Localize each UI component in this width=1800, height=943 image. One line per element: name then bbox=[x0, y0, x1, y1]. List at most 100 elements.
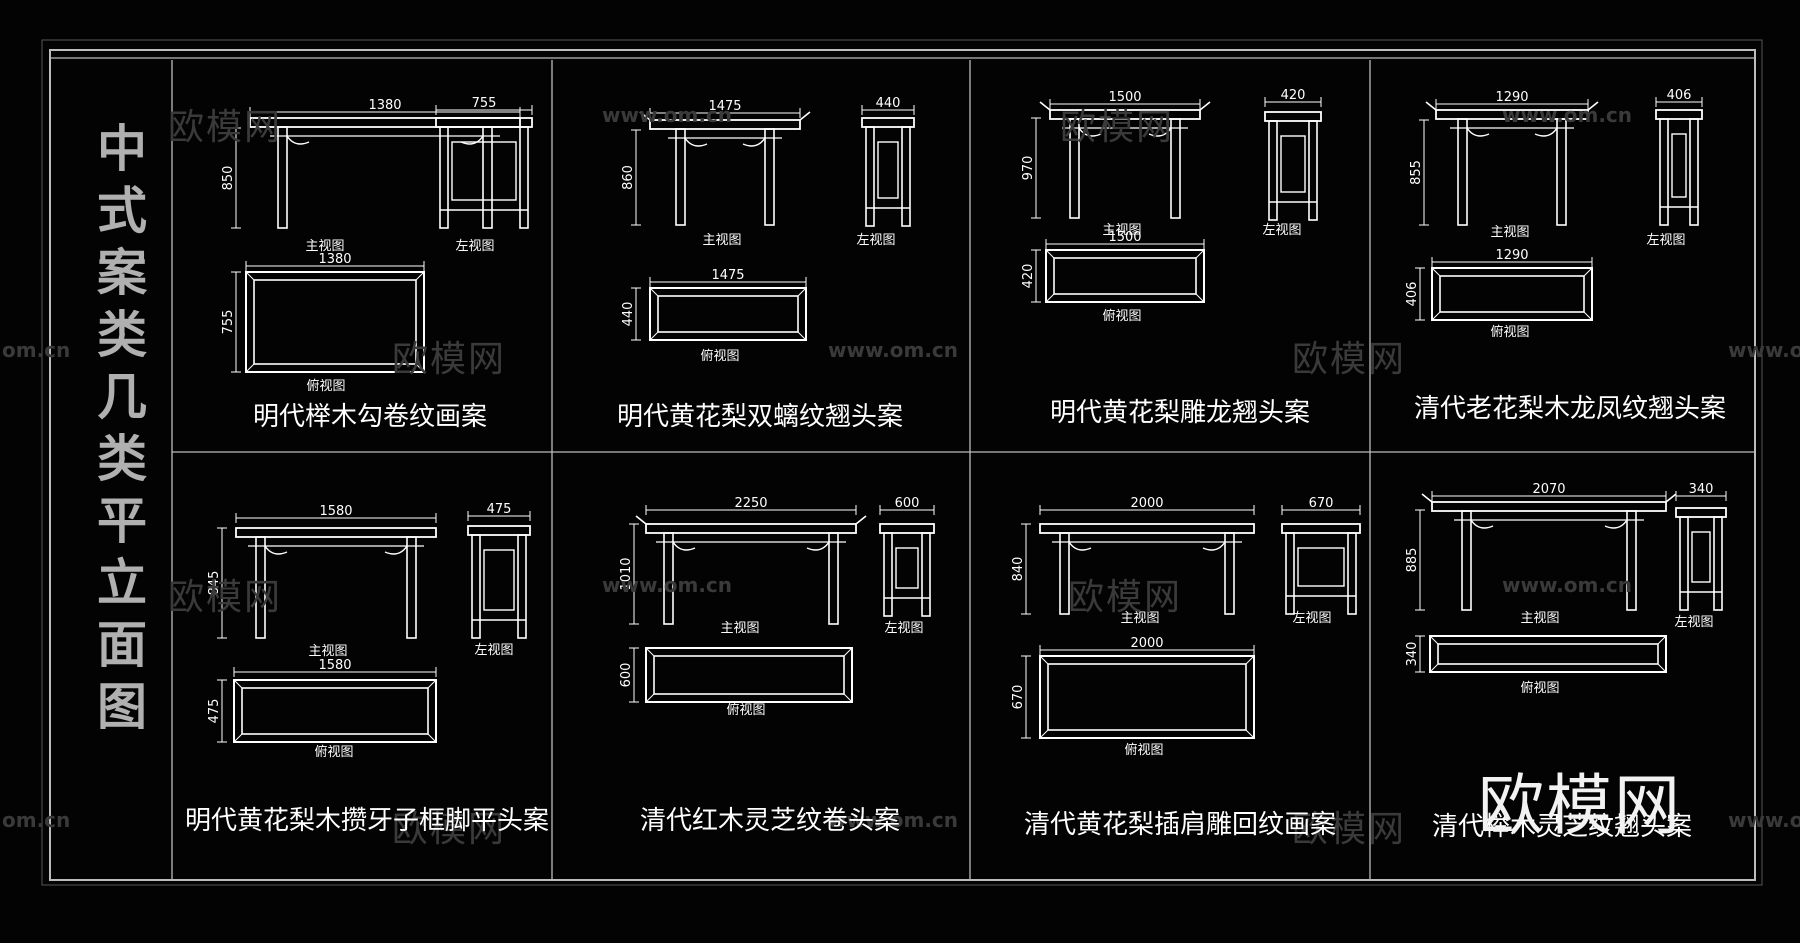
view-label: 左视图 bbox=[1646, 233, 1685, 248]
panel-caption: 明代黄花梨双螭纹翘头案 bbox=[616, 402, 903, 432]
corner-line bbox=[1429, 663, 1439, 673]
view-label: 主视图 bbox=[1102, 223, 1141, 238]
raised-end bbox=[1587, 101, 1599, 111]
corner-line bbox=[645, 693, 655, 703]
top-inner bbox=[653, 655, 845, 695]
corner-line bbox=[1039, 655, 1049, 665]
corner-line bbox=[1039, 729, 1049, 739]
dimension-label: 1475 bbox=[708, 99, 741, 114]
corner-line bbox=[245, 363, 255, 373]
view-label: 俯视图 bbox=[700, 348, 739, 364]
side-panel bbox=[877, 141, 899, 199]
dimension-label: 860 bbox=[621, 165, 636, 190]
view-label: 左视图 bbox=[474, 643, 513, 658]
top-inner bbox=[1047, 663, 1247, 731]
dimension-label: 2250 bbox=[734, 496, 767, 511]
sheet-title: 中式案类几类平立面图 bbox=[97, 120, 147, 736]
corner-line bbox=[1657, 663, 1667, 673]
raised-end bbox=[1425, 101, 1437, 111]
side-view bbox=[467, 525, 531, 639]
view-label: 左视图 bbox=[856, 233, 895, 248]
raised-end bbox=[635, 515, 647, 525]
side-top bbox=[435, 117, 533, 128]
dimension-label: 2070 bbox=[1532, 482, 1565, 497]
top-view bbox=[645, 647, 853, 703]
view-label: 主视图 bbox=[305, 239, 344, 254]
top-view bbox=[1429, 635, 1667, 673]
top-view bbox=[233, 679, 437, 743]
top-outer bbox=[649, 287, 807, 341]
top-view bbox=[245, 271, 425, 373]
corner-line bbox=[797, 287, 807, 297]
table-leg bbox=[663, 532, 674, 625]
dimension-label: 1500 bbox=[1108, 90, 1141, 105]
front-view bbox=[1039, 523, 1255, 615]
panel-caption: 明代榉木勾卷纹画案 bbox=[252, 402, 487, 432]
dimension-label: 420 bbox=[1021, 264, 1036, 289]
side-leg bbox=[1679, 516, 1689, 611]
panel-caption: 明代黄花梨木攒牙子框脚平头案 bbox=[184, 806, 549, 836]
side-leg bbox=[517, 534, 527, 639]
top-inner bbox=[657, 295, 799, 333]
dimension-label: 1475 bbox=[711, 268, 744, 283]
view-label: 主视图 bbox=[1520, 611, 1559, 626]
side-top bbox=[1675, 507, 1727, 518]
view-label: 主视图 bbox=[1120, 611, 1159, 626]
view-label: 左视图 bbox=[1292, 611, 1331, 626]
side-leg bbox=[921, 532, 931, 617]
table-leg bbox=[828, 532, 839, 625]
top-outer bbox=[233, 679, 437, 743]
spandrel bbox=[384, 545, 408, 555]
front-view bbox=[235, 527, 437, 639]
table-top bbox=[1435, 109, 1589, 120]
side-leg bbox=[1659, 118, 1669, 226]
top-inner bbox=[1437, 643, 1659, 665]
top-outer bbox=[1039, 655, 1255, 739]
dimension-label: 1380 bbox=[368, 98, 401, 113]
panel-caption: 清代榉木灵芝纹翘头案 bbox=[1431, 812, 1692, 842]
corner-line bbox=[427, 733, 437, 743]
table-top bbox=[1049, 109, 1201, 120]
spandrel bbox=[1068, 541, 1092, 551]
side-leg bbox=[519, 126, 529, 229]
top-inner bbox=[1053, 257, 1197, 295]
dimension-label: 1290 bbox=[1495, 90, 1528, 105]
dimension-label: 406 bbox=[1405, 282, 1420, 307]
raised-end bbox=[1421, 493, 1433, 503]
table-leg bbox=[1059, 532, 1070, 615]
front-view bbox=[1425, 101, 1599, 226]
raised-end bbox=[1199, 101, 1211, 111]
top-outer bbox=[1431, 267, 1593, 321]
view-label: 主视图 bbox=[702, 233, 741, 248]
sheet-border bbox=[49, 49, 1756, 881]
spandrel bbox=[1534, 127, 1558, 137]
spandrel bbox=[286, 135, 310, 145]
view-label: 俯视图 bbox=[1102, 308, 1141, 324]
side-panel bbox=[483, 549, 515, 611]
dimension-label: 420 bbox=[1281, 88, 1306, 103]
dimension-label: 475 bbox=[207, 699, 222, 724]
brand-logo: 欧模网 bbox=[1478, 767, 1682, 844]
table-leg bbox=[1556, 118, 1567, 226]
corner-line bbox=[1429, 635, 1439, 645]
corner-line bbox=[1583, 311, 1593, 321]
side-view bbox=[1264, 111, 1322, 221]
view-label: 俯视图 bbox=[306, 378, 345, 394]
dimension-label: 340 bbox=[1405, 642, 1420, 667]
raised-end bbox=[639, 111, 651, 121]
dimension-label: 670 bbox=[1011, 685, 1026, 710]
side-panel bbox=[1671, 133, 1687, 198]
corner-line bbox=[233, 733, 243, 743]
spandrel bbox=[1604, 519, 1628, 529]
dimension-label: 340 bbox=[1689, 482, 1714, 497]
side-leg bbox=[1689, 118, 1699, 226]
spandrel bbox=[806, 541, 830, 551]
side-leg bbox=[865, 126, 875, 227]
dimension-label: 850 bbox=[221, 166, 236, 191]
corner-line bbox=[233, 679, 243, 689]
table-leg bbox=[277, 126, 288, 229]
dimension-label: 1290 bbox=[1495, 248, 1528, 263]
top-outer bbox=[1045, 249, 1205, 303]
